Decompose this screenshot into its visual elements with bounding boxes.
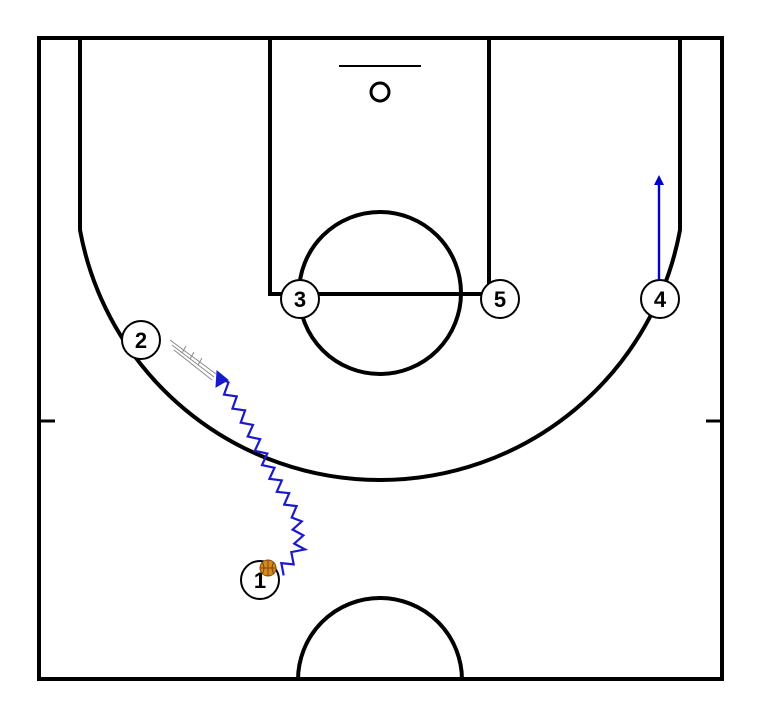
court-boundary [37, 36, 724, 681]
screen-marker [169, 339, 217, 381]
rim [369, 81, 391, 103]
dribble-arrowhead [215, 369, 229, 388]
basketball-icon [259, 559, 277, 577]
player-4-label: 4 [654, 287, 667, 312]
three-point-line [78, 38, 682, 482]
player-3-label: 3 [294, 287, 306, 312]
player-5[interactable]: 5 [480, 279, 520, 319]
center-circle [296, 596, 464, 681]
dribble-path [219, 377, 309, 576]
player-5-label: 5 [494, 287, 506, 312]
player-2[interactable]: 2 [121, 320, 161, 360]
player-3[interactable]: 3 [280, 279, 320, 319]
player-4[interactable]: 4 [640, 279, 680, 319]
lane-key [268, 38, 491, 296]
player-2-label: 2 [135, 328, 147, 353]
